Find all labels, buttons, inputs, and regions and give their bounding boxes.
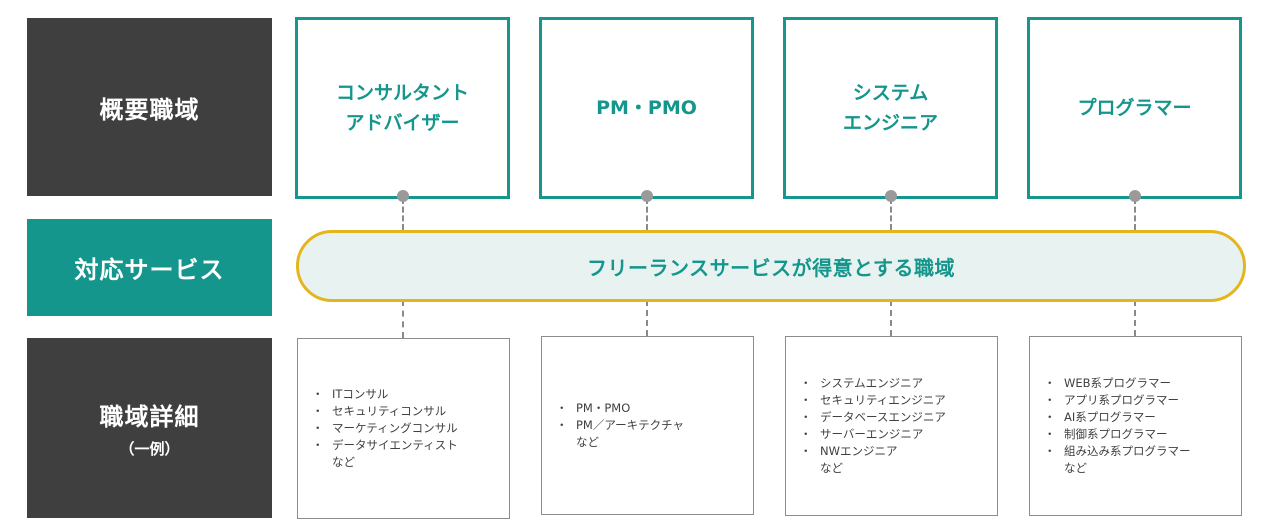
service-banner-text: フリーランスサービスが得意とする職域 [587, 255, 955, 280]
bullet: ・ [800, 376, 812, 390]
bullet: ・ [800, 444, 812, 458]
overview-label: 概要職域 [27, 18, 272, 196]
service-label-text: 対応サービス [74, 256, 225, 284]
detail-tail: など [332, 455, 355, 469]
detail-box-programmer: ・WEB系プログラマー ・アプリ系プログラマー ・AI系プログラマー ・制御系プ… [1029, 336, 1242, 516]
connector-line [646, 198, 648, 230]
detail-item-text: WEB系プログラマー [1064, 376, 1172, 390]
detail-label-text: 職域詳細 [99, 403, 200, 431]
bullet: ・ [312, 438, 324, 452]
list-item: ・ NWエンジニア [800, 443, 946, 460]
detail-item-text: PM／アーキテクチャ [576, 418, 685, 432]
detail-item-text: 制御系プログラマー [1064, 427, 1168, 441]
connector-line [402, 300, 404, 338]
bullet: ・ [1044, 410, 1056, 424]
detail-item-text: データベースエンジニア [820, 410, 946, 424]
list-item: ・セキュリティエンジニア [800, 392, 946, 409]
column-title-line: コンサルタント [335, 82, 469, 104]
list-item: ・データベースエンジニア [800, 409, 946, 426]
bullet: ・ [1044, 427, 1056, 441]
column-title-line: システム [852, 82, 929, 104]
bullet: ・ [1044, 444, 1056, 458]
bullet: ・ [800, 427, 812, 441]
bullet: ・ [312, 421, 324, 435]
overview-label-text: 概要職域 [99, 95, 200, 124]
list-item: ・ AI系プログラマー [1044, 409, 1191, 426]
detail-tail: など [820, 461, 843, 475]
list-item: ・セキュリティコンサル [312, 403, 458, 420]
bullet: ・ [800, 410, 812, 424]
list-item: ・アプリ系プログラマー [1044, 392, 1191, 409]
connector-line [1134, 198, 1136, 230]
detail-item-text: ITコンサル [332, 387, 389, 401]
list-item: ・組み込み系プログラマー [1044, 443, 1191, 460]
connector-dot [885, 190, 897, 202]
detail-tail: など [1064, 461, 1087, 475]
list-item: ・マーケティングコンサル [312, 420, 458, 437]
detail-box-consultant: ・ITコンサル ・セキュリティコンサル ・マーケティングコンサル ・データサイエ… [297, 338, 510, 519]
detail-item-text: PM・PMO [576, 401, 631, 415]
column-consultant: コンサルタント アドバイザー [295, 17, 510, 199]
bullet: ・ [312, 387, 324, 401]
detail-item-text: セキュリティエンジニア [820, 393, 946, 407]
bullet: ・ [1044, 376, 1056, 390]
connector-dot [641, 190, 653, 202]
service-banner: フリーランスサービスが得意とする職域 [296, 230, 1246, 302]
detail-item-text: セキュリティコンサル [332, 404, 447, 418]
connector-dot [1129, 190, 1141, 202]
detail-item-text: 組み込み系プログラマー [1064, 444, 1191, 458]
detail-item-text: AI系プログラマー [1064, 410, 1156, 424]
connector-line [890, 300, 892, 336]
column-title-line: プログラマー [1077, 97, 1192, 119]
list-item: ・サーバーエンジニア [800, 426, 946, 443]
service-label: 対応サービス [27, 219, 272, 316]
connector-dot [397, 190, 409, 202]
detail-item-text: NWエンジニア [820, 444, 898, 458]
list-item: ・ PM／アーキテクチャ [556, 417, 684, 434]
connector-line [646, 300, 648, 336]
detail-item-text: アプリ系プログラマー [1064, 393, 1179, 407]
bullet: ・ [556, 401, 568, 415]
detail-item-text: サーバーエンジニア [820, 427, 924, 441]
connector-line [402, 198, 404, 230]
column-system-engineer: システム エンジニア [783, 17, 998, 199]
column-title-line: PM・PMO [596, 97, 697, 119]
list-item: ・システムエンジニア [800, 375, 946, 392]
list-item: ・制御系プログラマー [1044, 426, 1191, 443]
column-programmer: プログラマー [1027, 17, 1242, 199]
connector-line [1134, 300, 1136, 336]
detail-item-text: マーケティングコンサル [332, 421, 458, 435]
column-title-line: アドバイザー [345, 112, 460, 134]
list-item: ・ WEB系プログラマー [1044, 375, 1191, 392]
list-item: ・データサイエンティスト [312, 437, 458, 454]
detail-box-system-engineer: ・システムエンジニア ・セキュリティエンジニア ・データベースエンジニア ・サー… [785, 336, 998, 516]
detail-box-pm-pmo: ・ PM・PMO ・ PM／アーキテクチャ など [541, 336, 754, 515]
detail-item-text: データサイエンティスト [332, 438, 458, 452]
bullet: ・ [800, 393, 812, 407]
bullet: ・ [1044, 393, 1056, 407]
list-item: ・ PM・PMO [556, 400, 684, 417]
bullet: ・ [312, 404, 324, 418]
detail-label-subtext: （一例） [119, 440, 180, 458]
column-pm-pmo: PM・PMO [539, 17, 754, 199]
detail-label: 職域詳細 （一例） [27, 338, 272, 518]
bullet: ・ [556, 418, 568, 432]
connector-line [890, 198, 892, 230]
detail-item-text: システムエンジニア [820, 376, 924, 390]
column-title-line: エンジニア [842, 112, 938, 134]
list-item: ・ ITコンサル [312, 386, 458, 403]
detail-tail: など [576, 435, 599, 449]
